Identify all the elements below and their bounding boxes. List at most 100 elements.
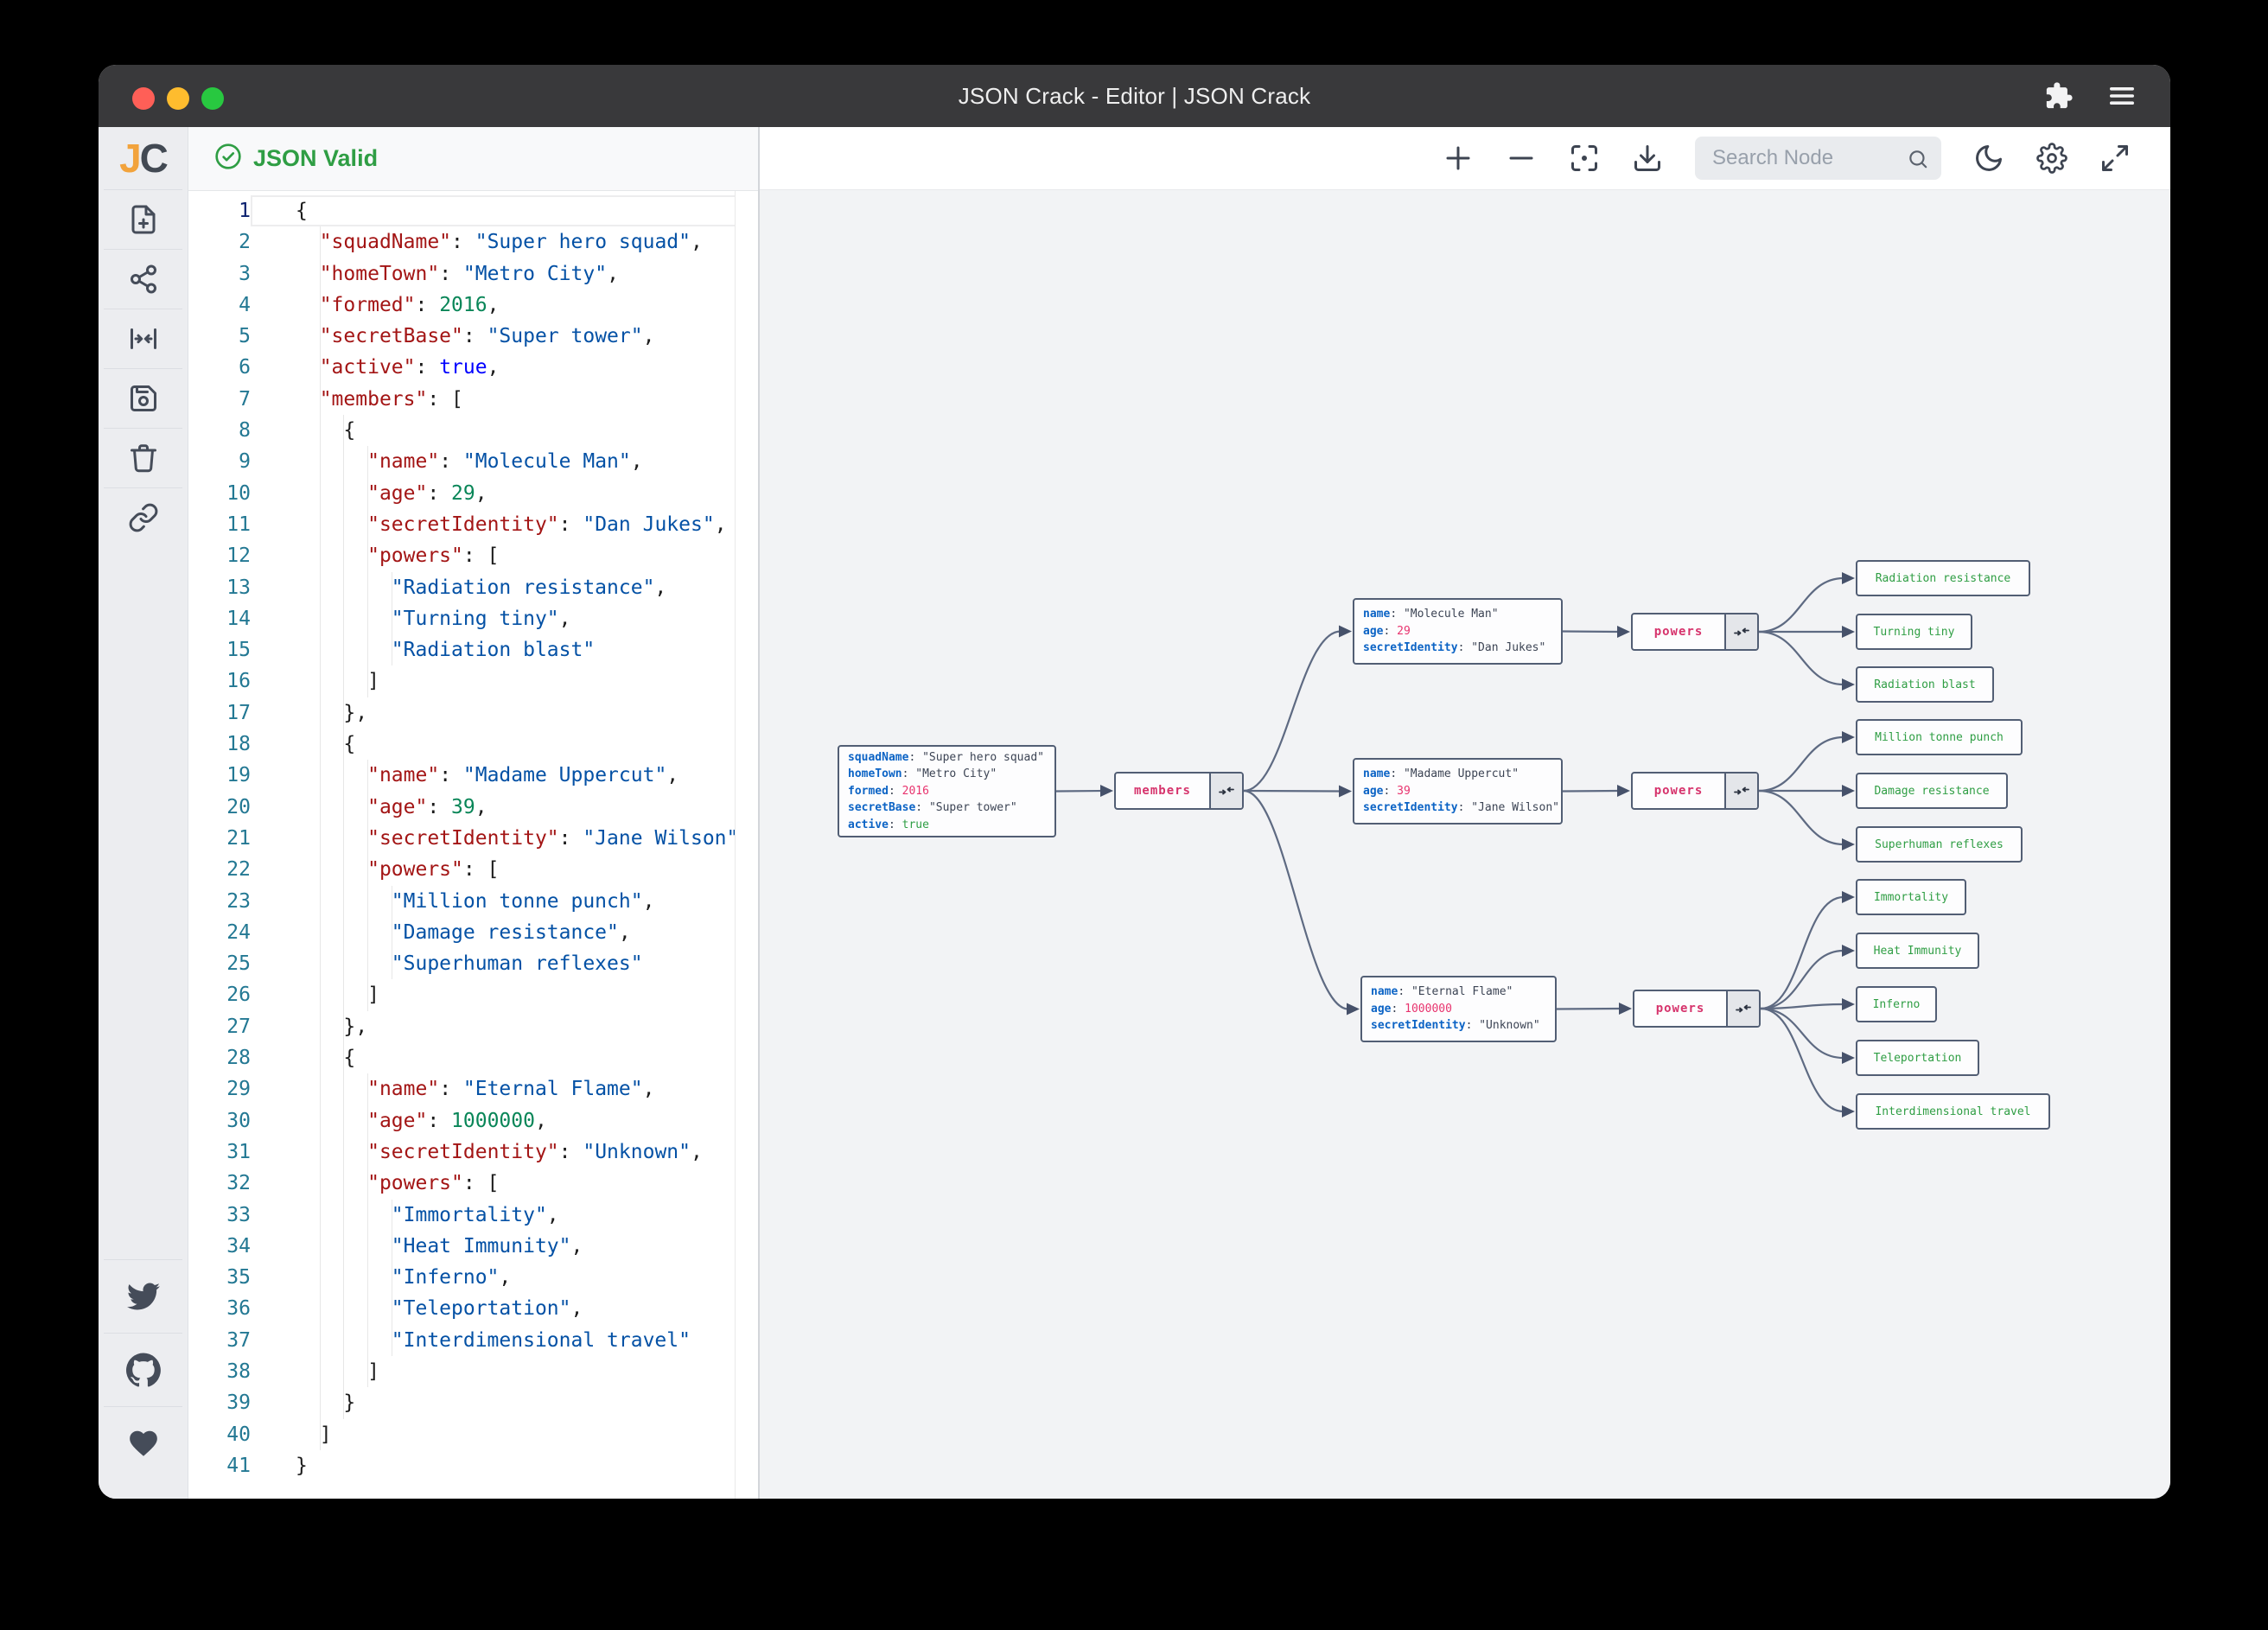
editor-line: 24 "Damage resistance", [188,917,758,948]
json-code-editor[interactable]: 1{2 "squadName": "Super hero squad",3 "h… [188,191,758,1499]
editor-line: 13 "Radiation resistance", [188,572,758,603]
line-number: 40 [226,1423,251,1446]
editor-line: 23 "Million tonne punch", [188,886,758,917]
editor-line: 22 "powers": [ [188,854,758,885]
search-node-input[interactable] [1695,137,1941,180]
line-number: 28 [226,1047,251,1070]
sidebar-item-share-link[interactable] [104,487,182,547]
editor-scrollbar[interactable] [735,191,758,1499]
editor-pane: JSON Valid 1{2 "squadName": "Super hero … [188,127,760,1499]
editor-line: 28 { [188,1042,758,1073]
sidebar-item-delete[interactable] [104,428,182,487]
line-number: 10 [226,481,251,505]
line-number: 33 [226,1203,251,1226]
indent-guide [367,1073,369,1388]
graph-node-l3[interactable]: Radiation blast [1856,666,1994,703]
editor-line: 26 ] [188,979,758,1010]
editor-line: 9 "name": "Molecule Man", [188,446,758,477]
graph-node-powers-p2[interactable]: powers [1631,772,1759,810]
zoom-out-button[interactable] [1506,143,1537,174]
collapse-node-button[interactable] [1209,774,1242,808]
collapse-node-button[interactable] [1724,614,1757,649]
indent-guide [319,226,321,1450]
array-node-label: members [1133,784,1191,798]
line-number: 32 [226,1172,251,1195]
collapse-node-button[interactable] [1726,991,1759,1026]
editor-line: 10 "age": 29, [188,478,758,509]
array-node-label: powers [1655,1002,1705,1016]
editor-line: 37 "Interdimensional travel" [188,1325,758,1356]
fullscreen-button[interactable] [2099,143,2131,174]
line-number: 2 [239,231,251,254]
sidebar-item-twitter[interactable] [104,1259,182,1333]
array-node-label: powers [1653,625,1704,639]
array-node-label: powers [1653,784,1704,798]
sidebar-item-collapse-width[interactable] [104,309,182,368]
line-number: 18 [226,733,251,756]
line-number: 14 [226,607,251,630]
graph-node-l1[interactable]: Radiation resistance [1856,560,2030,596]
line-number: 17 [226,701,251,724]
graph-node-root[interactable]: squadName: "Super hero squad"homeTown: "… [838,745,1056,837]
editor-line: 1{ [188,195,758,226]
line-number: 20 [226,795,251,818]
sidebar-item-new-file[interactable] [104,189,182,249]
editor-line: 6 "active": true, [188,352,758,383]
download-image-button[interactable] [1632,143,1663,174]
line-number: 12 [226,544,251,568]
line-number: 38 [226,1359,251,1383]
settings-button[interactable] [2036,143,2067,174]
editor-line: 2 "squadName": "Super hero squad", [188,226,758,258]
line-number: 24 [226,920,251,944]
line-number: 11 [226,513,251,536]
center-view-button[interactable] [1569,143,1600,174]
line-number: 9 [239,450,251,474]
line-number: 1 [239,200,251,222]
line-number: 35 [226,1266,251,1289]
editor-line: 5 "secretBase": "Super tower", [188,321,758,352]
graph-node-l4[interactable]: Million tonne punch [1856,719,2023,755]
collapse-node-button[interactable] [1724,774,1757,808]
zoom-window-button[interactable] [201,87,224,110]
editor-line: 38 ] [188,1356,758,1387]
line-number: 16 [226,670,251,693]
sidebar-item-github[interactable] [104,1333,182,1406]
editor-line: 18 { [188,729,758,760]
editor-line: 30 "age": 1000000, [188,1105,758,1137]
graph-node-l2[interactable]: Turning tiny [1856,614,1972,650]
graph-node-powers-p1[interactable]: powers [1631,613,1759,651]
sidebar-item-graph-view[interactable] [104,249,182,309]
graph-node-members-members[interactable]: members [1114,772,1244,810]
line-number: 13 [226,576,251,599]
graph-node-l5[interactable]: Damage resistance [1856,773,2008,809]
sidebar-item-sponsor[interactable] [104,1406,182,1480]
graph-node-l6[interactable]: Superhuman reflexes [1856,826,2023,863]
graph-node-l8[interactable]: Heat Immunity [1856,933,1979,969]
line-number: 29 [226,1078,251,1101]
line-number: 6 [239,356,251,379]
traffic-lights [132,87,224,110]
graph-node-l7[interactable]: Immortality [1856,879,1966,915]
sidebar-item-save[interactable] [104,368,182,428]
extensions-puzzle-icon[interactable] [2044,81,2074,111]
graph-node-l10[interactable]: Teleportation [1856,1040,1979,1076]
menu-hamburger-icon[interactable] [2108,83,2136,109]
editor-line: 35 "Inferno", [188,1262,758,1293]
line-number: 36 [226,1297,251,1321]
toggle-dark-mode-button[interactable] [1973,143,2004,174]
zoom-in-button[interactable] [1443,143,1474,174]
line-number: 7 [239,387,251,411]
graph-node-l9[interactable]: Inferno [1856,986,1937,1022]
minimize-window-button[interactable] [167,87,189,110]
graph-node-l11[interactable]: Interdimensional travel [1856,1093,2050,1130]
line-number: 21 [226,826,251,850]
graph-node-powers-p3[interactable]: powers [1633,990,1761,1028]
link-icon [128,502,159,533]
graph-canvas[interactable]: squadName: "Super hero squad"homeTown: "… [760,190,2170,1499]
jc-logo-c: C [139,136,169,181]
close-window-button[interactable] [132,87,155,110]
